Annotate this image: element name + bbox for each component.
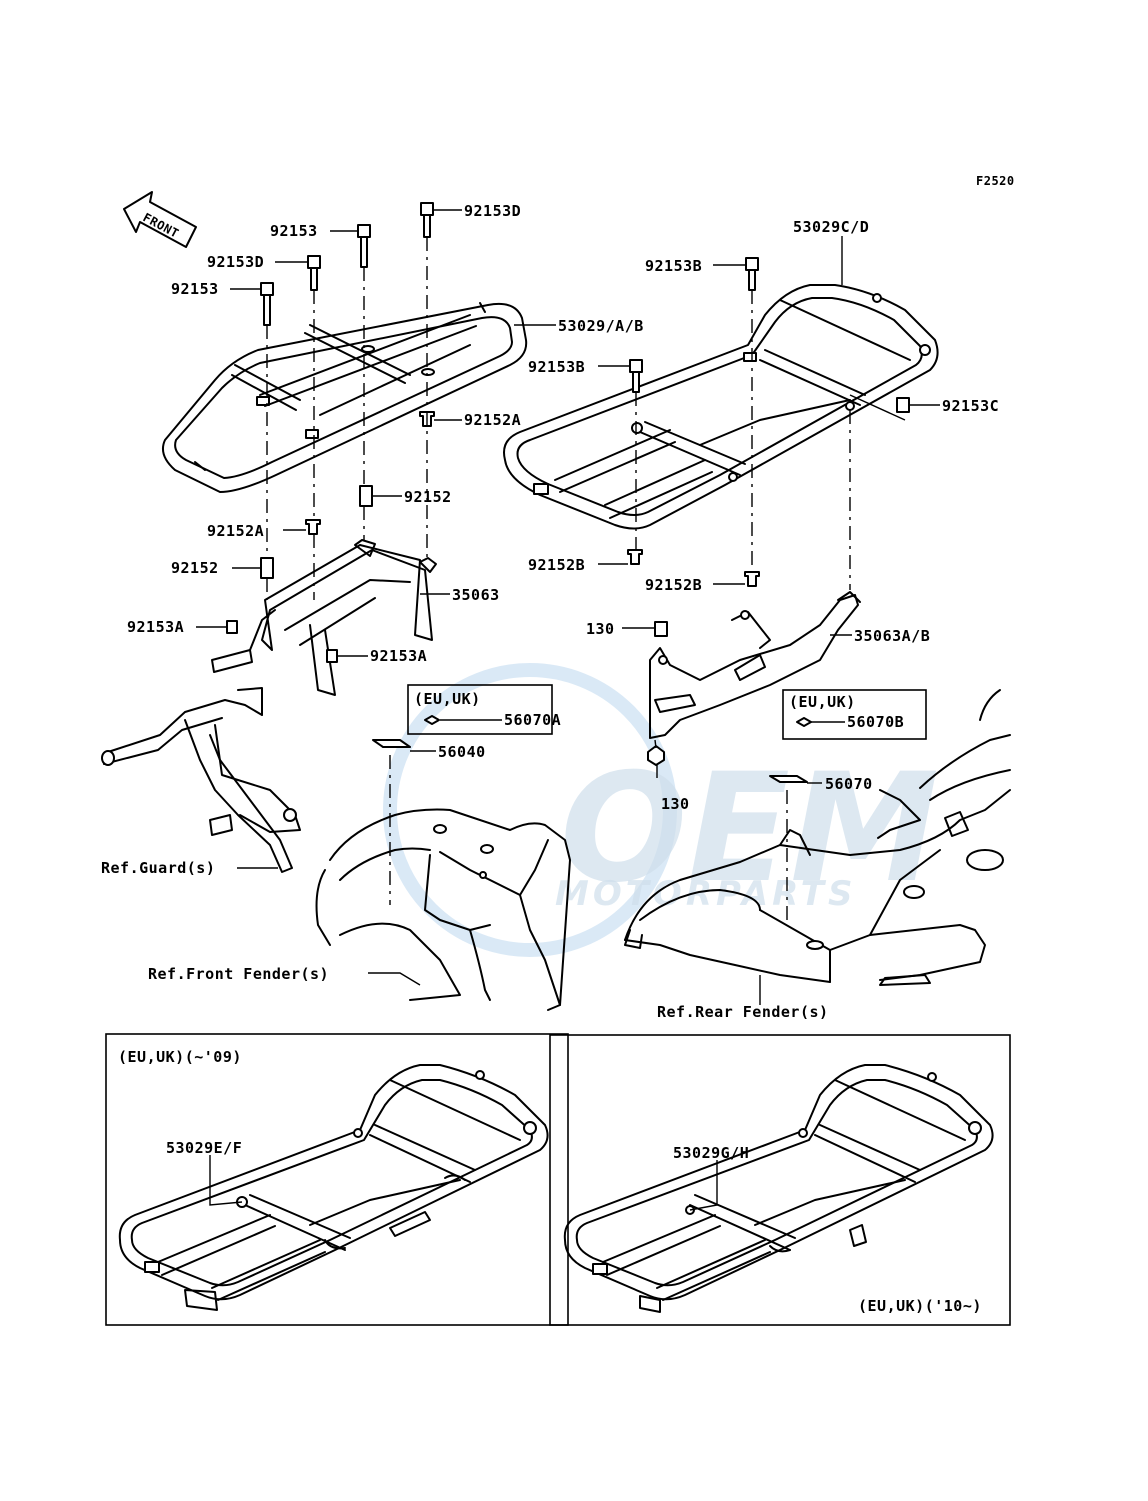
bolt-92153-b [260, 282, 274, 326]
bolt-92153B-a [745, 257, 759, 291]
bolt-130-a [654, 621, 668, 637]
bolt-92153A-left [226, 620, 238, 634]
label-92153A-left: 92153A [127, 618, 184, 636]
label-ref-front-fender: Ref.Front Fender(s) [148, 965, 329, 983]
label-56070B: 56070B [847, 713, 904, 731]
collar-92152B-a [627, 549, 643, 565]
label-53029EF: 53029E/F [166, 1139, 242, 1157]
label-92153-b: 92153 [171, 280, 219, 298]
label-92152-left: 92152 [171, 559, 219, 577]
label-92152A-right: 92152A [464, 411, 521, 429]
figure-code: F2520 [976, 174, 1015, 188]
label-35063: 35063 [452, 586, 500, 604]
watermark: OEM MOTORPARTS [383, 663, 939, 957]
collar-92152B-b [744, 571, 760, 587]
box1-region-label: (EU,UK) [414, 690, 481, 708]
label-ref-guard: Ref.Guard(s) [101, 859, 215, 877]
collar-92152-left [260, 557, 274, 579]
label-56040: 56040 [438, 743, 486, 761]
front-fender [315, 808, 571, 1011]
label-ref-rear-fender: Ref.Rear Fender(s) [657, 1003, 829, 1021]
label-56070A-icon [424, 715, 440, 725]
bolt-92153C [896, 397, 910, 413]
decal-56040 [372, 739, 411, 748]
collar-92152-right [359, 485, 373, 507]
inset2-title: (EU,UK)('10~) [858, 1297, 982, 1315]
label-92153B-b: 92153B [528, 358, 585, 376]
label-92153B-a: 92153B [645, 257, 702, 275]
carrier-53029EF [118, 1064, 549, 1311]
front-arrow-icon: FRONT [123, 191, 197, 248]
label-92153D-top: 92153D [464, 202, 521, 220]
eu-uk-box-2 [782, 689, 927, 740]
bolt-92153D-top [420, 202, 434, 238]
label-130-a: 130 [586, 620, 615, 638]
decal-56070 [769, 775, 808, 783]
label-56070B-icon [796, 717, 812, 727]
bolt-92153D-b [307, 255, 321, 291]
rear-fender [624, 789, 1011, 986]
watermark-sub: MOTORPARTS [555, 874, 856, 914]
bracket-35063AB [649, 591, 861, 739]
label-92152-right: 92152 [404, 488, 452, 506]
label-92153A-right: 92153A [370, 647, 427, 665]
label-92152B-a: 92152B [528, 556, 585, 574]
inset-panel-1 [105, 1033, 569, 1326]
watermark-main: OEM [560, 742, 939, 916]
label-53029GH: 53029G/H [673, 1144, 749, 1162]
bolt-92153A-right [326, 649, 338, 663]
inset1-title: (EU,UK)(~'09) [118, 1048, 242, 1066]
label-92153D-b: 92153D [207, 253, 264, 271]
carrier-53029GH [563, 1064, 994, 1313]
label-53029AB: 53029/A/B [558, 317, 644, 335]
label-35063AB: 35063A/B [854, 627, 930, 645]
label-92152B-b: 92152B [645, 576, 702, 594]
label-92152A-left: 92152A [207, 522, 264, 540]
label-56070A: 56070A [504, 711, 561, 729]
front-carrier-53029 [162, 302, 528, 493]
label-130-b: 130 [661, 795, 690, 813]
eu-uk-box-1 [407, 684, 553, 735]
label-53029CD: 53029C/D [793, 218, 869, 236]
guard [101, 687, 301, 873]
collar-92152A-left [305, 519, 321, 535]
inset-panel-2 [549, 1034, 1011, 1326]
rear-carrier-53029CD [503, 284, 939, 530]
box2-region-label: (EU,UK) [789, 693, 856, 711]
bolt-92153-a [357, 224, 371, 268]
label-92153C: 92153C [942, 397, 999, 415]
label-56070: 56070 [825, 775, 873, 793]
bracket-35063 [211, 539, 437, 696]
rear-seat-body [877, 689, 1011, 871]
label-92153-a: 92153 [270, 222, 318, 240]
